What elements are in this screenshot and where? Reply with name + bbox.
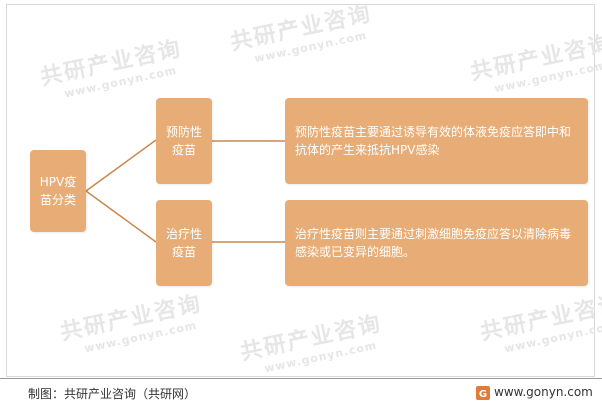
root-node-label: HPV疫苗分类 [39, 175, 77, 207]
description-text-preventive: 预防性疫苗主要通过诱导有效的体液免疫应答即中和抗体的产生来抵抗HPV感染 [295, 125, 572, 157]
svg-text:G: G [479, 389, 487, 400]
connector-root-to-preventive [85, 139, 157, 192]
footer-url: www.gonyn.com [494, 385, 593, 399]
category-label-therapeutic: 治疗性疫苗 [165, 227, 202, 259]
diagram-frame [6, 4, 595, 377]
root-node-hpv-vaccine-classification: HPV疫苗分类 [30, 150, 86, 232]
category-node-preventive: 预防性疫苗 [156, 98, 212, 184]
footer-source: 制图：共研产业咨询（共研网） [28, 387, 197, 401]
description-node-therapeutic: 治疗性疫苗则主要通过刺激细胞免疫应答以清除病毒感染或已变异的细胞。 [285, 200, 588, 286]
connector-root-to-therapeutic [85, 190, 157, 243]
category-label-preventive: 预防性疫苗 [165, 125, 202, 157]
gonyn-logo-icon: G [476, 386, 490, 400]
footer: 制图：共研产业咨询（共研网） G www.gonyn.com [0, 378, 602, 410]
description-text-therapeutic: 治疗性疫苗则主要通过刺激细胞免疫应答以清除病毒感染或已变异的细胞。 [295, 227, 572, 259]
category-node-therapeutic: 治疗性疫苗 [156, 200, 212, 286]
description-node-preventive: 预防性疫苗主要通过诱导有效的体液免疫应答即中和抗体的产生来抵抗HPV感染 [285, 98, 588, 184]
